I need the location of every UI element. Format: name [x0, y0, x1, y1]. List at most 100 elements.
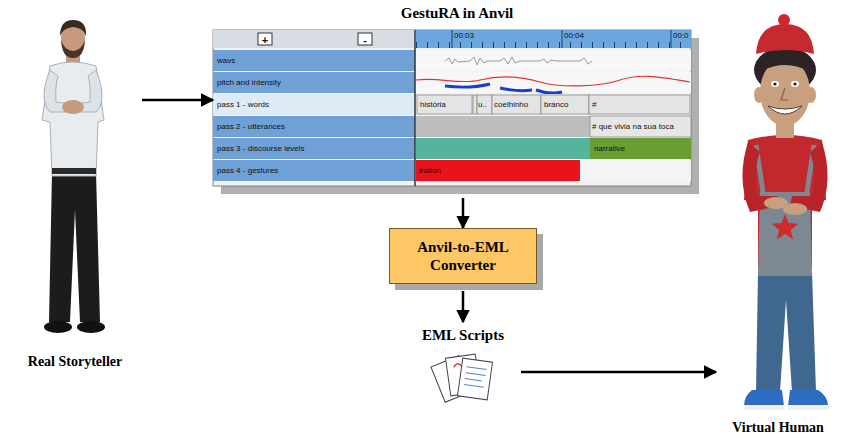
annotation-text: coelhinho: [494, 100, 528, 110]
figure-caption: Virtual Human: [716, 6, 840, 436]
anvil-screenshot: [416, 50, 691, 71]
anvil-screenshot: [213, 116, 415, 137]
node-text: Anvil-to-EML Converter: [398, 238, 528, 274]
time-label: 00:04: [564, 31, 584, 41]
storyteller-figure: [44, 321, 72, 333]
anvil-screenshot: [416, 30, 691, 48]
annotation-text: u..: [478, 100, 487, 110]
storyteller-figure: [61, 40, 85, 58]
scripts-icon: [467, 367, 487, 370]
annotation-text: iration: [419, 166, 441, 176]
anvil-screenshot: [213, 30, 691, 186]
virtual-human-figure: [788, 390, 828, 406]
scripts-icon: [464, 367, 486, 388]
anvil-screenshot: [589, 95, 690, 114]
annotation-text: história: [420, 100, 446, 110]
storyteller-figure: [62, 100, 84, 114]
anvil-screenshot: [562, 30, 563, 48]
virtual-human-figure: [768, 106, 802, 114]
flow-arrow: [462, 198, 465, 228]
storyteller-figure: [60, 20, 86, 36]
anvil-screenshot: [473, 95, 477, 114]
virtual-human-figure: [791, 81, 799, 87]
virtual-human-figure: [790, 142, 828, 212]
scripts-icon: [465, 379, 482, 381]
track-name: pitch and intensity: [217, 78, 281, 88]
time-label: 00:0: [673, 31, 689, 41]
flow-arrow: [142, 99, 213, 102]
virtual-human-figure: [788, 405, 829, 410]
virtual-human-figure: [781, 88, 788, 100]
anvil-screenshot: [492, 95, 541, 114]
track-name: pass 1 - words: [217, 100, 269, 110]
anvil-screenshot: [416, 72, 691, 93]
storyteller-figure: [42, 62, 104, 176]
storyteller-figure: [77, 321, 105, 333]
virtual-human-figure: [744, 390, 784, 406]
track-name: pass 4 - gestures: [217, 166, 278, 176]
annotation-text: branco: [544, 100, 568, 110]
anvil-screenshot: [590, 116, 691, 137]
anvil-screenshot: [416, 30, 691, 48]
anvil-screenshot: [590, 138, 691, 159]
annotation-text: #: [592, 100, 596, 110]
track-name: wavs: [217, 56, 235, 66]
anvil-screenshot: [213, 30, 415, 48]
virtual-human-figure: [756, 24, 814, 54]
anvil-screenshot: [445, 57, 592, 65]
anvil-screenshot: [213, 94, 415, 115]
scripts-icon: [464, 385, 484, 388]
anvil-screenshot: [452, 30, 453, 48]
anvil-screenshot: [416, 160, 580, 181]
scripts-node: EML Scripts: [405, 322, 521, 414]
button-label: +: [262, 34, 268, 47]
flow-arrow: [462, 291, 465, 322]
time-label: 00:03: [454, 31, 474, 41]
process-box: Anvil-to-EML Converter: [389, 228, 537, 284]
anvil-screenshot: [213, 50, 415, 71]
virtual-human-figure: [742, 14, 829, 410]
flow-arrow: [521, 371, 716, 374]
anvil-screenshot: [213, 30, 699, 194]
virtual-human-figure: [783, 203, 807, 215]
scripts-icon: [466, 373, 486, 376]
anvil-screenshot: [416, 94, 691, 115]
virtual-human-figure: [756, 272, 816, 392]
figure-caption: Real Storyteller: [8, 8, 142, 370]
anvil-screenshot: [580, 160, 691, 181]
anvil-screenshot: [414, 30, 416, 186]
anvil-screenshot: [671, 30, 672, 48]
anvil-screenshot: [213, 138, 415, 159]
node-text: GestuRA in Anvil: [401, 4, 514, 22]
storyteller-figure: [49, 172, 100, 322]
storyteller-figure: [52, 168, 96, 174]
virtual-human-figure: [793, 82, 796, 85]
annotation-text: # que vivia na sua toca: [592, 122, 674, 132]
virtual-human-figure: [773, 82, 776, 85]
virtual-human-figure: [771, 81, 779, 87]
track-name: pass 2 - utterances: [217, 122, 285, 132]
button-label: -: [363, 34, 367, 47]
scripts-icon: [458, 358, 493, 400]
scripts-icon: [431, 354, 493, 402]
node-text: Real Storyteller: [28, 353, 122, 370]
anvil-screenshot: [416, 138, 590, 159]
anvil-screenshot: [213, 160, 415, 181]
virtual-human-figure: [744, 405, 785, 410]
virtual-human-figure: [778, 14, 790, 26]
anvil-screenshot: [416, 116, 590, 137]
node-text: EML Scripts: [422, 326, 504, 344]
anvil-screenshot: [445, 84, 562, 93]
node-text: Virtual Human: [732, 419, 824, 436]
virtual-human-figure: [772, 214, 799, 239]
annotation-text: narrative: [594, 144, 625, 154]
anvil-screenshot: [541, 95, 589, 114]
anvil-screenshot: [477, 95, 492, 114]
virtual-human-figure: [760, 56, 810, 72]
track-name: pass 3 - discourse levels: [217, 144, 305, 154]
storyteller-figure: [42, 20, 105, 333]
anvil-screenshot: [417, 95, 472, 114]
